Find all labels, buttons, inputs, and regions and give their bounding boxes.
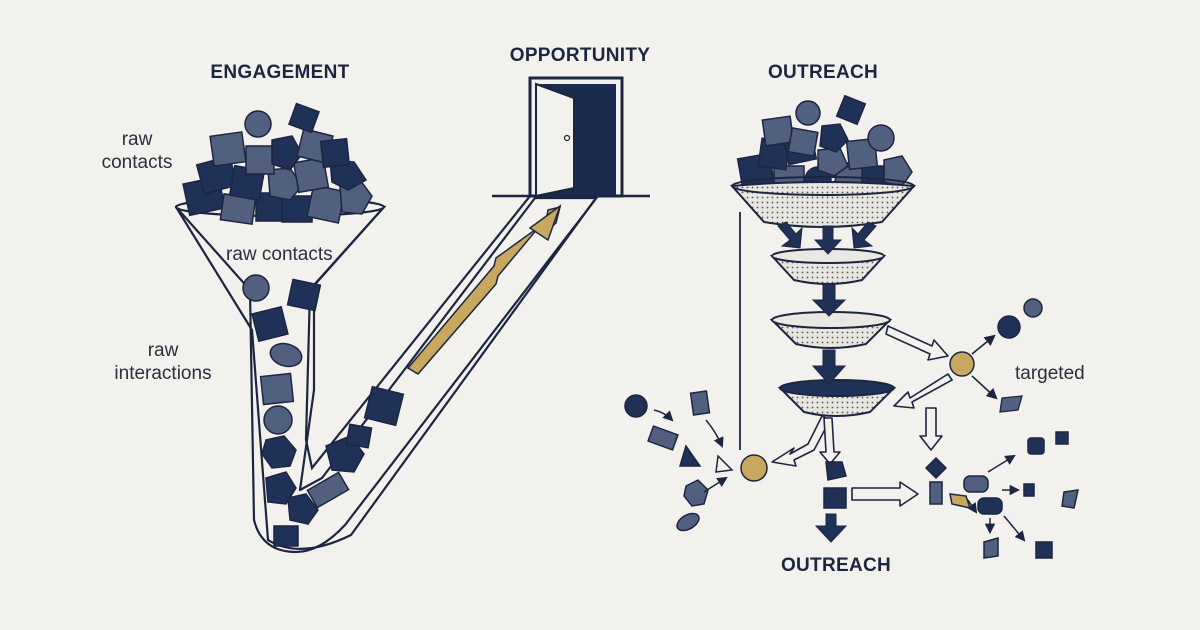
raw-contacts-label-left: raw contacts (101, 129, 173, 173)
raw-contacts-label-funnel: raw contacts (226, 244, 333, 265)
outline-arrows (771, 325, 953, 507)
sieve-4 (777, 379, 897, 417)
incoming-shapes (624, 390, 768, 532)
outreach-heading-top: OUTREACH (767, 62, 879, 83)
outreach-heading-bottom: OUTREACH (780, 555, 892, 576)
funnel-contents (242, 274, 405, 547)
distribution-cluster (924, 431, 1079, 559)
flow-arrows-down (777, 221, 877, 543)
opportunity-arrow (406, 203, 562, 375)
opportunity-heading: OPPORTUNITY (509, 45, 651, 66)
sieve-3 (769, 311, 893, 349)
raw-contacts-pile (182, 102, 373, 225)
raw-interactions-label: raw interactions (114, 340, 212, 384)
targeted-label: targeted (1015, 363, 1085, 384)
engagement-heading: ENGAGEMENT (210, 62, 350, 83)
targeted-branch (949, 298, 1043, 413)
opportunity-door (492, 76, 650, 198)
outreach-output (823, 461, 847, 509)
sieve-2 (769, 248, 887, 285)
sieve-1 (729, 176, 917, 228)
